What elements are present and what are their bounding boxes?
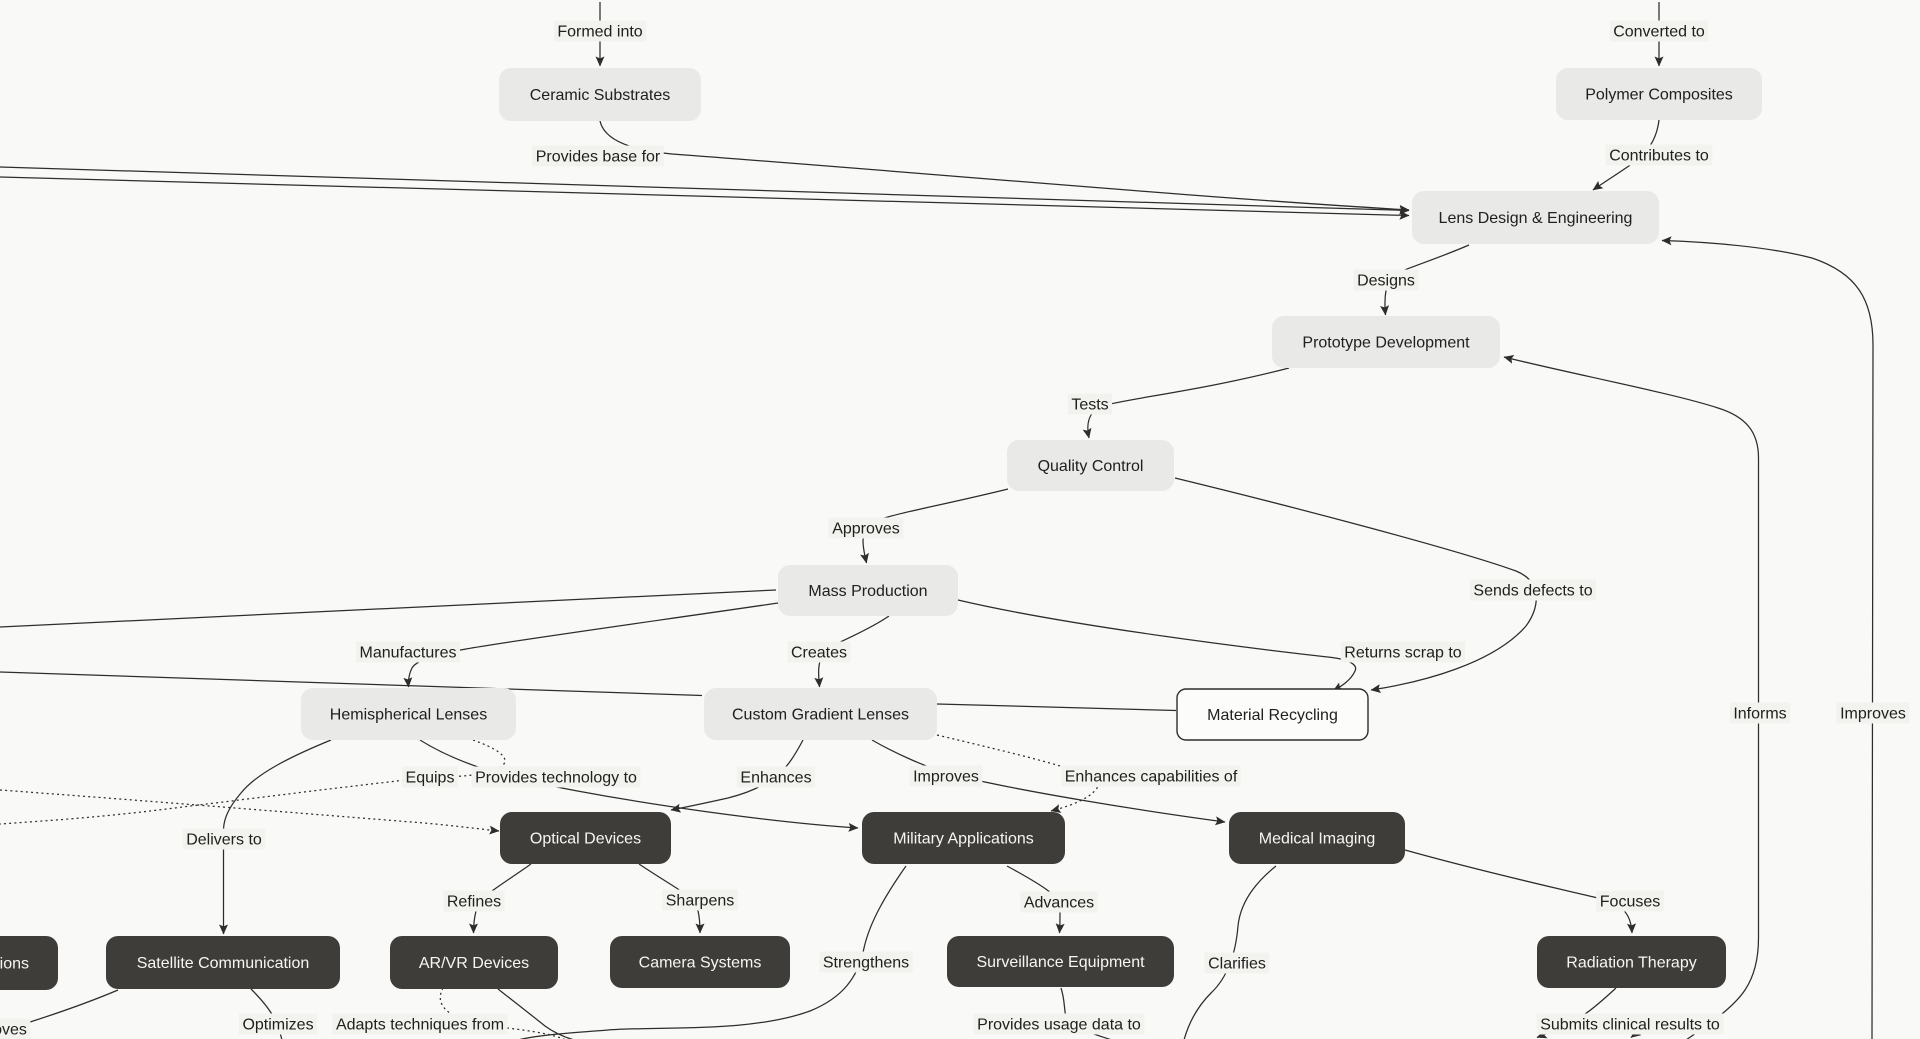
svg-text:Refines: Refines	[447, 894, 501, 911]
svg-text:Submits clinical results to: Submits clinical results to	[1540, 1017, 1720, 1034]
svg-text:Advances: Advances	[1024, 895, 1094, 912]
svg-text:Improves: Improves	[1840, 706, 1906, 723]
svg-text:Polymer Composites: Polymer Composites	[1585, 87, 1733, 104]
svg-text:Contributes to: Contributes to	[1609, 148, 1709, 165]
svg-text:Telecommunications: Telecommunications	[0, 956, 29, 973]
svg-text:Lens Design & Engineering: Lens Design & Engineering	[1439, 210, 1633, 227]
svg-text:Clarifies: Clarifies	[1208, 956, 1266, 973]
svg-text:AR/VR Devices: AR/VR Devices	[419, 955, 529, 972]
svg-text:Focuses: Focuses	[1600, 894, 1660, 911]
svg-text:Provides base for: Provides base for	[536, 149, 661, 166]
svg-text:Manufactures: Manufactures	[360, 645, 457, 662]
svg-text:Informs: Informs	[1733, 706, 1786, 723]
svg-text:Returns scrap to: Returns scrap to	[1344, 645, 1461, 662]
svg-text:Improves: Improves	[0, 1022, 27, 1039]
svg-text:Sends defects to: Sends defects to	[1473, 583, 1592, 600]
svg-text:Military Applications: Military Applications	[893, 831, 1034, 848]
svg-text:Satellite Communication: Satellite Communication	[137, 955, 310, 972]
svg-text:Provides usage data to: Provides usage data to	[977, 1017, 1141, 1034]
svg-text:Optical Devices: Optical Devices	[530, 831, 641, 848]
svg-text:Optimizes: Optimizes	[242, 1017, 313, 1034]
svg-text:Prototype Development: Prototype Development	[1302, 335, 1470, 352]
svg-text:Strengthens: Strengthens	[823, 955, 909, 972]
svg-text:Custom Gradient Lenses: Custom Gradient Lenses	[732, 707, 909, 724]
svg-text:Radiation Therapy: Radiation Therapy	[1566, 955, 1696, 972]
svg-text:Material Recycling: Material Recycling	[1207, 707, 1338, 724]
svg-text:Camera Systems: Camera Systems	[639, 955, 762, 972]
svg-text:Provides technology to: Provides technology to	[475, 770, 637, 787]
svg-text:Quality Control: Quality Control	[1038, 458, 1144, 475]
svg-text:Medical Imaging: Medical Imaging	[1259, 831, 1376, 848]
svg-text:Tests: Tests	[1071, 397, 1108, 414]
svg-text:Enhances capabilities of: Enhances capabilities of	[1065, 769, 1238, 786]
svg-text:Improves: Improves	[913, 769, 979, 786]
svg-text:Sharpens: Sharpens	[666, 893, 735, 910]
svg-text:Hemispherical Lenses: Hemispherical Lenses	[330, 707, 487, 724]
svg-text:Equips: Equips	[406, 770, 455, 787]
svg-text:Delivers to: Delivers to	[186, 832, 262, 849]
svg-text:Adapts techniques from: Adapts techniques from	[336, 1017, 504, 1034]
svg-text:Surveillance Equipment: Surveillance Equipment	[976, 954, 1145, 971]
svg-text:Designs: Designs	[1357, 273, 1415, 290]
svg-text:Mass Production: Mass Production	[808, 583, 927, 600]
svg-text:Creates: Creates	[791, 645, 847, 662]
svg-text:Approves: Approves	[832, 521, 900, 538]
svg-text:Enhances: Enhances	[740, 770, 811, 787]
svg-text:Converted to: Converted to	[1613, 24, 1705, 41]
svg-text:Formed into: Formed into	[557, 24, 642, 41]
svg-text:Ceramic Substrates: Ceramic Substrates	[530, 87, 671, 104]
